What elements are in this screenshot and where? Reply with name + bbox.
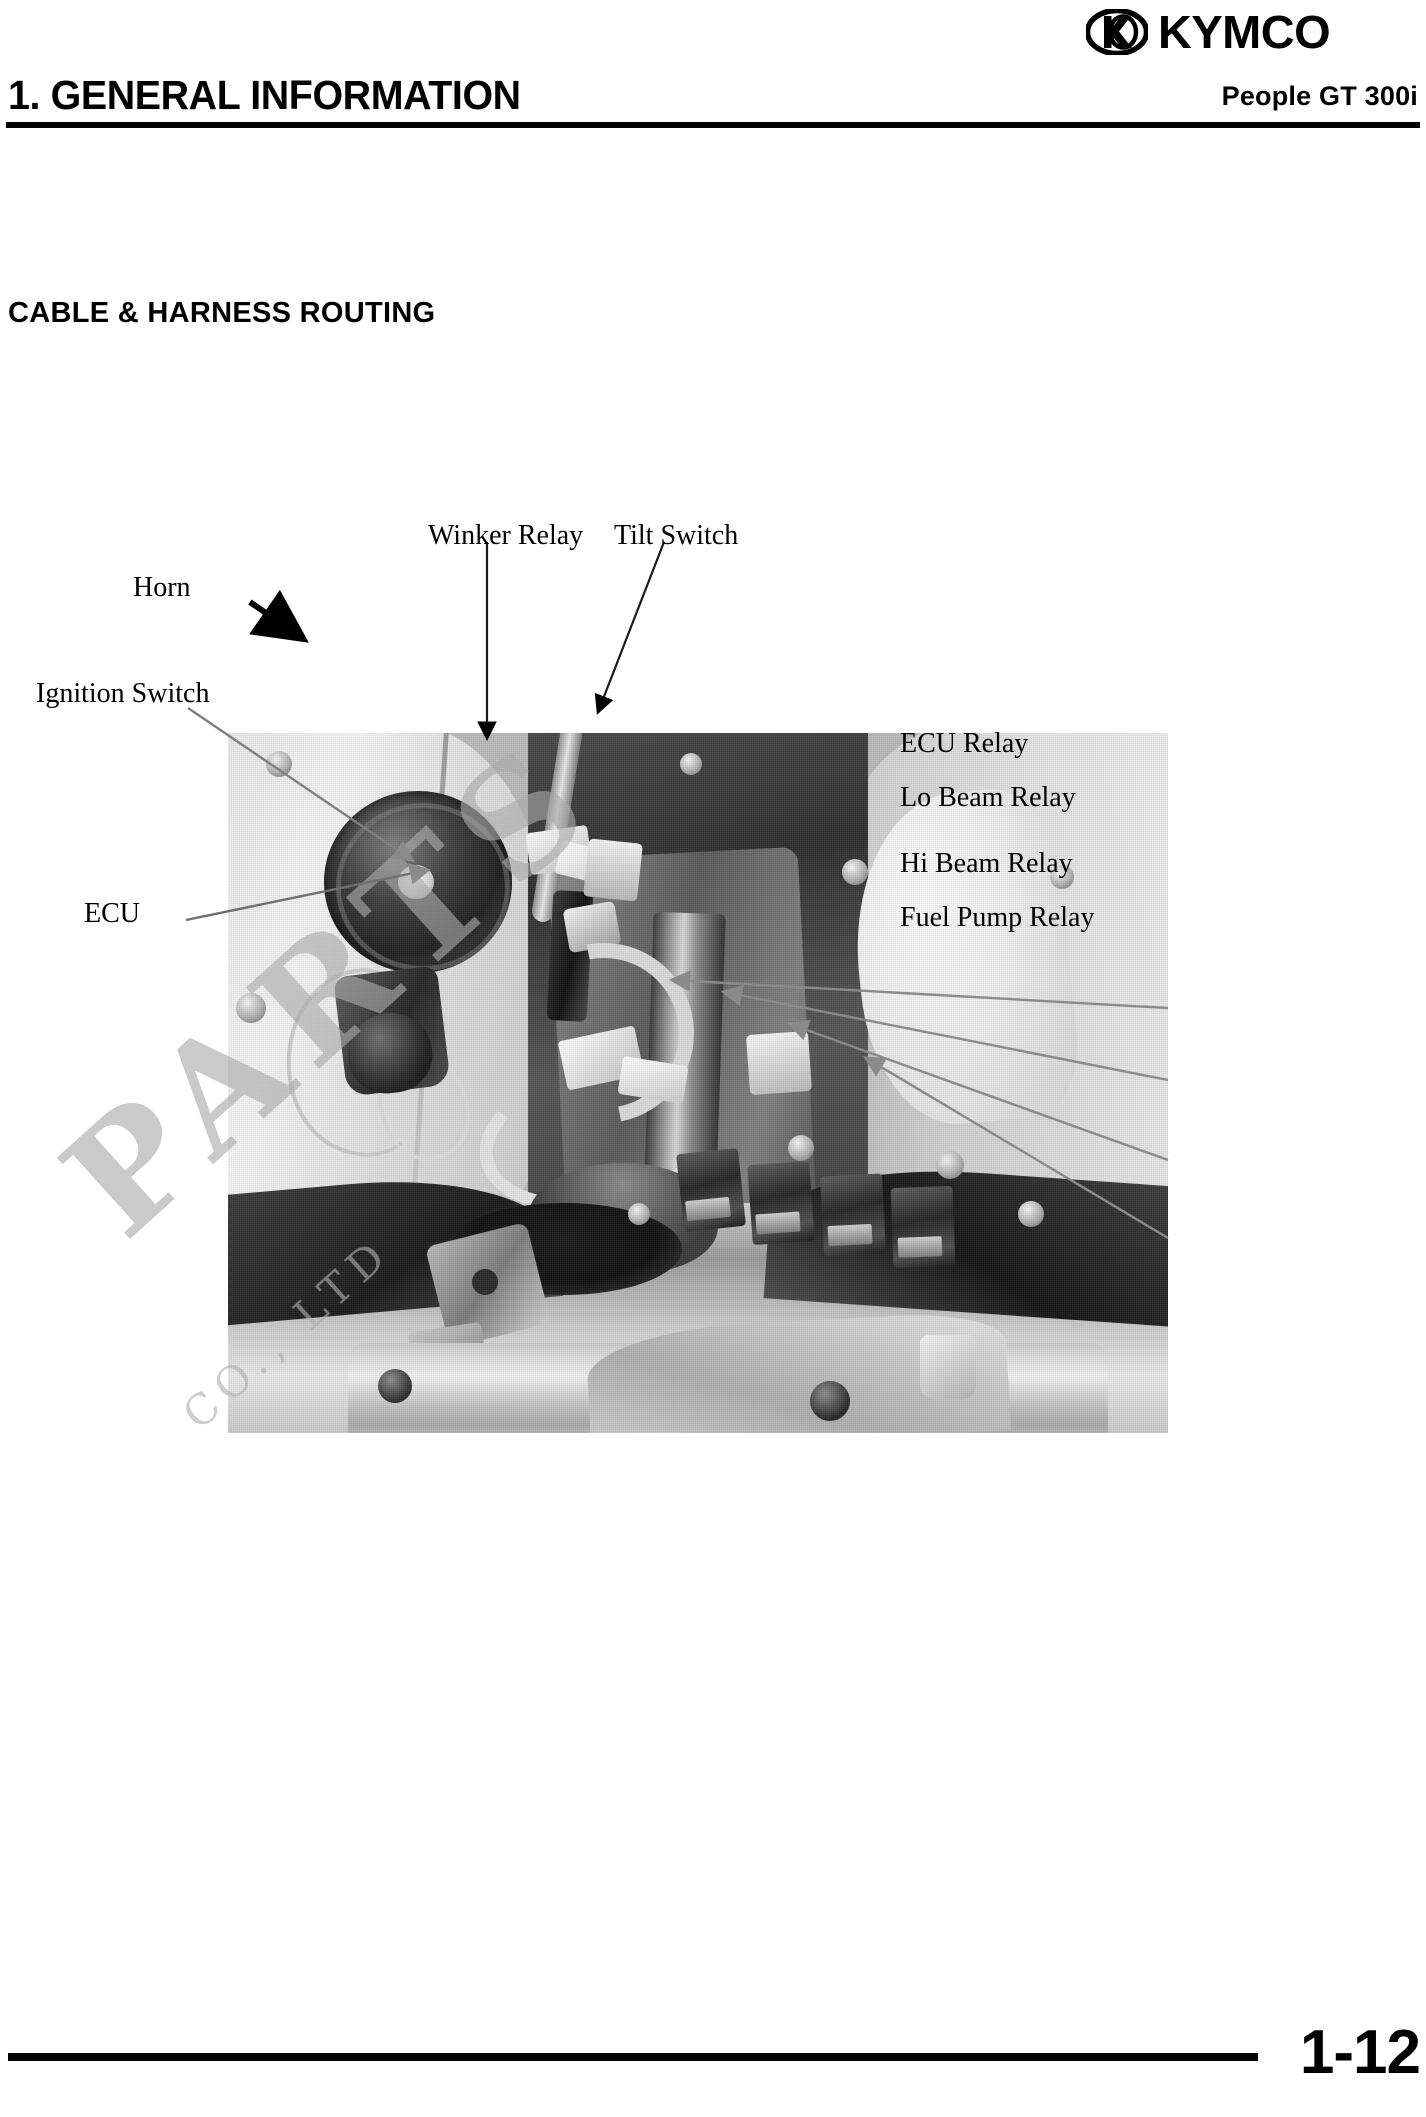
page-title: 1. GENERAL INFORMATION [8,72,521,118]
cable-harness-routing-figure: PARTS CO., LTD [0,420,1426,1690]
leader-horn [248,589,309,643]
kymco-oval-k-logo-icon [1086,9,1148,55]
callout-ecu: ECU [84,898,140,929]
callout-winker-relay: Winker Relay [428,520,584,551]
photo-bolt-i [1018,1201,1044,1227]
callout-fuel-pump-relay: Fuel Pump Relay [900,902,1095,933]
leader-tilt-switch [594,541,666,715]
photo-connector-b [583,838,643,902]
photo-bolt-d [842,859,868,885]
photo-grommet-right [810,1381,850,1421]
photo-relay-fuel-pump-connector [897,1236,943,1258]
photo-bolt-f [628,1203,650,1225]
photo-connector-e [745,1030,813,1096]
footer-divider [8,2053,1258,2061]
model-name: People GT 300i [1221,81,1418,111]
kymco-wordmark: KYMCO [1158,6,1331,58]
section-heading: CABLE & HARNESS ROUTING [8,297,436,329]
callout-tilt-switch: Tilt Switch [614,520,739,551]
photo-bolt-b [236,993,266,1023]
photo-grommet-left [378,1369,412,1403]
callout-ignition-switch: Ignition Switch [36,678,210,709]
page-number: 1-12 [1299,2018,1421,2087]
callout-hi-beam-relay: Hi Beam Relay [900,848,1073,879]
photo-bolt-a [266,751,292,777]
photo-relay-hi-beam-connector [827,1223,873,1247]
photo-horn-hub [398,865,434,899]
photo-bolt-g [788,1135,814,1161]
photo-panel-slot [920,1335,976,1399]
photo-bolt-e [1050,865,1074,889]
header-divider [6,122,1420,128]
callout-lo-beam-relay: Lo Beam Relay [900,782,1076,813]
callout-ecu-relay: ECU Relay [900,728,1029,759]
photo-relay-lo-beam-connector [755,1211,801,1235]
photo-mount-bracket-hole [472,1269,498,1295]
photo-bolt-c [680,753,702,775]
callout-horn: Horn [133,572,191,603]
photo-bolt-h [936,1151,964,1179]
harness-routing-photo [228,733,1168,1433]
kymco-logo: KYMCO [1086,6,1422,58]
